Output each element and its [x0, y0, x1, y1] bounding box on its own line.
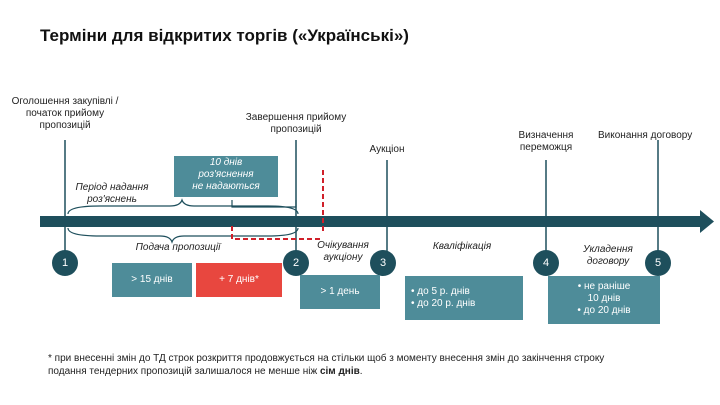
phase-waiting-line1: Очікування — [317, 240, 369, 251]
milestone-auction: Аукціон — [369, 144, 405, 155]
no-clarifications-line1: 10 днів — [209, 157, 243, 168]
page-title: Терміни для відкритих торгів («Українськ… — [40, 26, 409, 45]
milestone-winner: Визначення переможця — [505, 130, 587, 154]
step-circle-4: 4 — [533, 250, 559, 276]
contract-term-2: • до 20 днів — [577, 305, 631, 316]
no-clarifications-line3: не надаються — [192, 181, 260, 192]
contract-terms-box: • не раніше 10 днів • до 20 днів — [548, 276, 660, 324]
phase-waiting-line2: аукціону — [323, 252, 363, 263]
footnote-line1: * при внесенні змін до ТД строк розкритт… — [48, 353, 605, 364]
milestone-end-acceptance-line2: пропозицій — [270, 124, 322, 135]
timeline-arrowhead — [700, 210, 714, 233]
milestone-announcement-line3: пропозицій — [39, 120, 91, 131]
extension-dashed-bracket — [231, 226, 320, 240]
qualification-term-1: • до 5 р. днів — [411, 286, 470, 297]
footnote-line2: подання тендерних пропозицій залишалося … — [48, 365, 708, 378]
phase-waiting-auction: Очікування аукціону — [310, 240, 376, 264]
phase-contract-signing: Укладення договору — [570, 244, 646, 268]
milestone-announcement: Оголошення закупівлі / початок прийому п… — [2, 96, 128, 132]
qualification-terms-box: • до 5 р. днів • до 20 р. днів — [405, 276, 523, 320]
footnote-line2-end: . — [359, 366, 363, 377]
milestone-winner-line2: переможця — [519, 142, 573, 153]
footnote-emphasis: сім днів — [319, 366, 360, 377]
contract-term-1: • не раніше — [577, 281, 631, 292]
milestone-end-acceptance-line1: Завершення прийому — [245, 112, 347, 123]
footnote: * при внесенні змін до ТД строк розкритт… — [48, 352, 708, 378]
milestone-contract-execution: Виконання договору — [598, 130, 693, 141]
phase-contract-signing-line2: договору — [586, 256, 630, 267]
waiting-min-box: > 1 день — [300, 275, 380, 309]
brace-submission — [67, 227, 299, 244]
step-circle-2: 2 — [283, 250, 309, 276]
phase-clarification-line2: роз'яснень — [87, 194, 137, 205]
contract-term-1-cont: 10 днів — [587, 293, 621, 304]
step-circle-5: 5 — [645, 250, 671, 276]
step-circle-3: 3 — [370, 250, 396, 276]
milestone-announcement-line2: початок прийому — [25, 108, 105, 119]
extension-box: + 7 днів* — [196, 263, 282, 297]
milestone-winner-line1: Визначення — [518, 130, 574, 141]
phase-clarification-period: Період надання роз'яснень — [62, 182, 162, 206]
milestone-end-acceptance: Завершення прийому пропозицій — [228, 112, 364, 136]
phase-qualification: Кваліфікація — [432, 241, 492, 252]
milestone-announcement-line1: Оголошення закупівлі / — [11, 96, 119, 107]
submission-min-box: > 15 днів — [112, 263, 192, 297]
no-clarifications-box: 10 днів роз'яснення не надаються — [174, 156, 278, 197]
step-circle-1: 1 — [52, 250, 78, 276]
qualification-term-2: • до 20 р. днів — [411, 298, 476, 309]
phase-contract-signing-line1: Укладення — [583, 244, 633, 255]
phase-clarification-line1: Період надання — [75, 182, 149, 193]
timeline-axis — [40, 216, 702, 227]
phase-proposal-submission: Подача пропозиції — [135, 242, 221, 253]
bracket-no-clarifications — [231, 200, 297, 208]
no-clarifications-line2: роз'яснення — [198, 169, 254, 180]
footnote-line2-text: подання тендерних пропозицій залишалося … — [48, 366, 320, 377]
